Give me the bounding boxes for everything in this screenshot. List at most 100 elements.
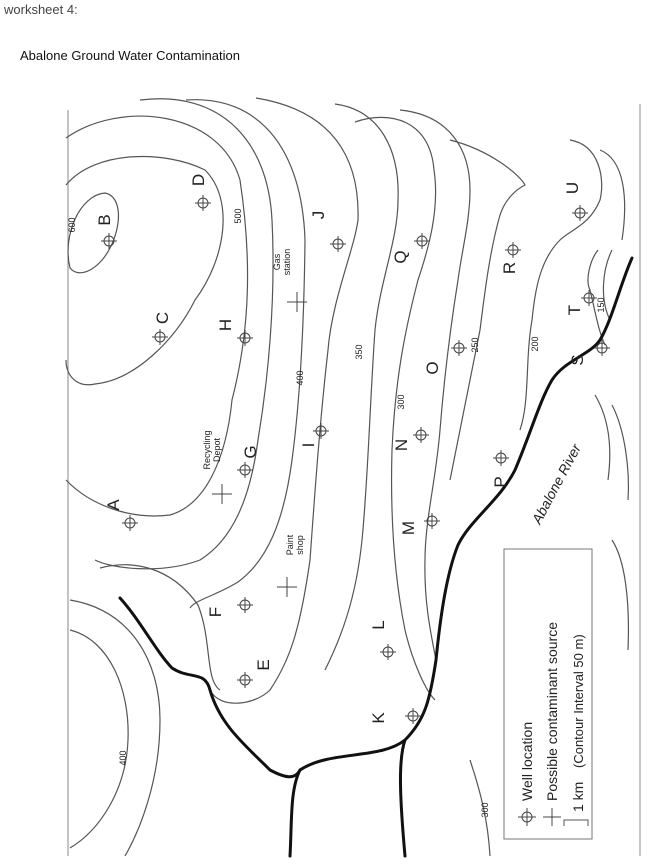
well-label: R xyxy=(500,262,519,274)
well-r: R xyxy=(500,242,521,274)
map-title: Abalone Ground Water Contamination xyxy=(20,48,240,63)
contour-250 xyxy=(399,109,471,661)
source-label: Recycling xyxy=(202,430,212,469)
well-label: O xyxy=(423,361,442,374)
well-label: D xyxy=(189,174,208,186)
well-n: N xyxy=(392,427,429,451)
contour-lines xyxy=(65,97,629,857)
well-label: H xyxy=(216,319,235,331)
contour-e xyxy=(594,394,611,481)
well-c: C xyxy=(152,312,172,345)
legend-source-label: Possible contaminant source xyxy=(544,622,560,801)
river xyxy=(118,256,634,858)
contour-350 xyxy=(209,97,359,704)
contour-550 xyxy=(65,155,224,386)
well-o: O xyxy=(423,340,467,375)
source-label: Paint xyxy=(285,534,295,555)
well-label: N xyxy=(392,439,411,451)
well-g: G xyxy=(237,445,260,478)
contour-label: 500 xyxy=(233,208,243,223)
contour-e2 xyxy=(611,404,629,501)
well-l: L xyxy=(369,620,396,660)
well-label: I xyxy=(299,443,318,448)
well-k: K xyxy=(369,708,421,724)
contour-labels: 600 500 400 350 300 250 200 150 400 300 xyxy=(67,208,606,817)
contour-200 xyxy=(519,139,603,431)
legend-scale-label: 1 km xyxy=(570,782,586,812)
well-label: P xyxy=(491,476,510,487)
well-u: U xyxy=(563,182,588,221)
contour-300 xyxy=(354,116,437,701)
contour-400-sw xyxy=(69,629,129,849)
legend-well-label: Well location xyxy=(519,722,535,801)
source-label: station xyxy=(282,249,292,276)
well-j: J xyxy=(309,211,346,252)
contour-label: 300 xyxy=(480,802,490,817)
contour-label: 400 xyxy=(118,750,128,765)
well-i: I xyxy=(299,423,329,447)
river-name-label: Abalone River xyxy=(528,440,585,527)
contour-300-se2 xyxy=(611,539,629,651)
well-label: U xyxy=(563,182,582,194)
legend-scale-bar xyxy=(563,819,589,826)
well-label: Q xyxy=(391,250,410,263)
well-h: H xyxy=(216,319,253,346)
contour-200b xyxy=(599,149,626,241)
contour-350b xyxy=(99,564,221,691)
well-label: F xyxy=(206,607,225,617)
well-label: L xyxy=(369,620,388,629)
well-e: E xyxy=(237,659,273,688)
well-q: Q xyxy=(391,233,430,264)
legend: Well location Possible contaminant sourc… xyxy=(503,548,593,840)
well-label: G xyxy=(241,445,260,458)
well-label: S xyxy=(568,354,587,365)
contour-label: 400 xyxy=(295,370,305,385)
well-m: M xyxy=(399,513,440,535)
contour-label: 250 xyxy=(470,337,480,352)
well-label: C xyxy=(153,312,172,324)
contour-600 xyxy=(67,192,120,274)
contour-label: 200 xyxy=(530,336,540,351)
well-label: T xyxy=(565,305,584,315)
contour-label: 150 xyxy=(596,297,606,312)
river-trib-west xyxy=(118,596,302,779)
well-b: B xyxy=(95,214,117,249)
contour-325 xyxy=(324,103,399,671)
well-label: M xyxy=(399,521,418,535)
contour-label: 600 xyxy=(67,217,77,232)
worksheet-label: worksheet 4: xyxy=(4,2,78,17)
contour-400 xyxy=(185,99,306,609)
contour-300-se xyxy=(469,759,491,857)
legend-interval-label: (Contour Interval 50 m) xyxy=(571,634,586,768)
river-trib-south xyxy=(398,738,407,858)
well-label: E xyxy=(254,659,273,670)
well-label: A xyxy=(104,499,123,511)
contour-150b xyxy=(602,249,613,321)
source-label: Depot xyxy=(212,438,222,463)
legend-box xyxy=(503,548,593,840)
contour-label: 350 xyxy=(354,344,364,359)
contour-250b xyxy=(449,139,526,481)
source-label: Gas xyxy=(272,253,282,270)
well-label: B xyxy=(95,214,114,225)
well-label: K xyxy=(369,712,388,724)
well-label: J xyxy=(309,211,328,220)
contour-150 xyxy=(587,249,606,346)
contour-350-sw xyxy=(69,599,161,857)
contour-label: 300 xyxy=(396,394,406,409)
well-a: A xyxy=(104,499,138,531)
river-main xyxy=(288,256,634,858)
well-locations: A B C D E F G H I J K L M N O P Q R S T U xyxy=(95,174,610,724)
source-label: shop xyxy=(295,535,305,555)
well-f: F xyxy=(206,597,253,617)
well-t: T xyxy=(565,290,597,315)
contour-450 xyxy=(94,98,274,570)
well-p: P xyxy=(491,450,510,488)
well-d: D xyxy=(189,174,211,211)
contour-500 xyxy=(65,115,249,517)
